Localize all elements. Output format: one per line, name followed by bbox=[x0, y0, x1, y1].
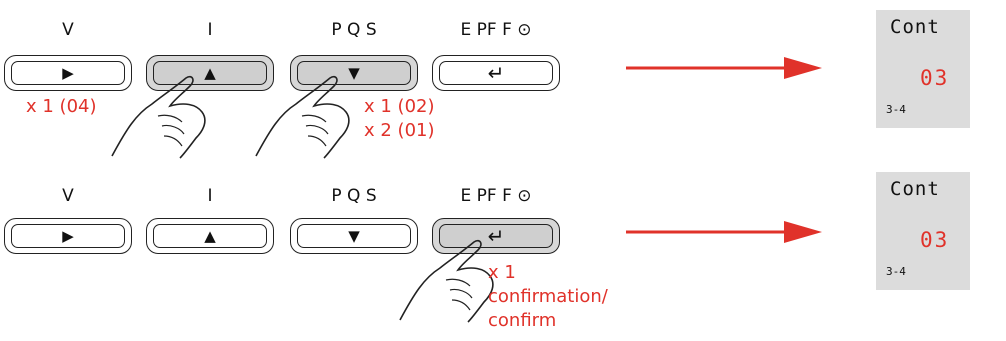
button-label-enter: E PF F ⊙ bbox=[460, 20, 532, 40]
press-note-enter-3: confirm bbox=[488, 310, 557, 331]
pressing-hand-icon bbox=[111, 75, 206, 159]
press-note-pqs-2: x 2 (01) bbox=[364, 120, 435, 141]
display-title: Cont bbox=[890, 16, 940, 38]
button-label-i: I bbox=[207, 20, 213, 40]
play-right-icon: ▶ bbox=[62, 63, 74, 82]
press-note-enter-2: confirmation/ bbox=[488, 286, 608, 307]
play-right-icon: ▶ bbox=[62, 226, 74, 245]
button-label-v: V bbox=[62, 20, 74, 40]
display-value: 03 bbox=[920, 228, 950, 252]
enter-return-icon: ↵ bbox=[487, 224, 505, 248]
arrow-up-icon: ▲ bbox=[204, 226, 216, 245]
arrow-up-icon: ▲ bbox=[204, 63, 216, 82]
button-label-pqs: P Q S bbox=[331, 186, 377, 206]
button-label-i: I bbox=[207, 186, 213, 206]
display-value: 03 bbox=[920, 66, 950, 90]
i-button[interactable]: ▲ bbox=[146, 55, 274, 91]
red-arrow-icon bbox=[626, 221, 822, 243]
v-button[interactable]: ▶ bbox=[4, 218, 132, 254]
display-panel: Cont 03 3-4 bbox=[876, 172, 970, 290]
display-sub: 3-4 bbox=[886, 103, 906, 116]
button-label-enter: E PF F ⊙ bbox=[460, 186, 532, 206]
press-note-v: x 1 (04) bbox=[26, 96, 97, 117]
button-label-v: V bbox=[62, 186, 74, 206]
pressing-hand-icon bbox=[255, 75, 350, 159]
pqs-button[interactable]: ▼ bbox=[290, 55, 418, 91]
enter-button[interactable]: ↵ bbox=[432, 55, 560, 91]
enter-return-icon: ↵ bbox=[487, 61, 505, 85]
i-button[interactable]: ▲ bbox=[146, 218, 274, 254]
arrow-down-icon: ▼ bbox=[348, 226, 360, 245]
pressing-hand-icon bbox=[399, 239, 494, 323]
press-note-pqs-1: x 1 (02) bbox=[364, 96, 435, 117]
pqs-button[interactable]: ▼ bbox=[290, 218, 418, 254]
display-title: Cont bbox=[890, 178, 940, 200]
button-label-pqs: P Q S bbox=[331, 20, 377, 40]
press-note-enter-1: x 1 bbox=[488, 262, 516, 283]
arrow-down-icon: ▼ bbox=[348, 63, 360, 82]
red-arrow-icon bbox=[626, 57, 822, 79]
display-panel: Cont 03 3-4 bbox=[876, 10, 970, 128]
display-sub: 3-4 bbox=[886, 265, 906, 278]
v-button[interactable]: ▶ bbox=[4, 55, 132, 91]
enter-button[interactable]: ↵ bbox=[432, 218, 560, 254]
